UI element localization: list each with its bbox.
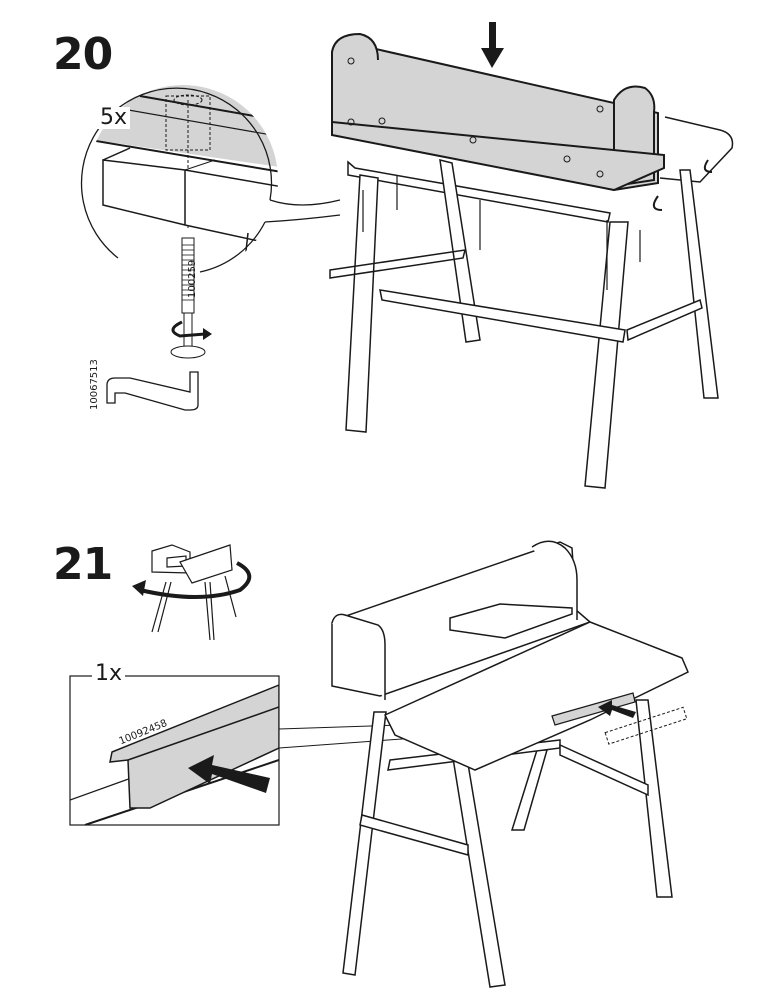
edge-profile-highlight	[551, 692, 636, 726]
push-arrow-icon	[188, 755, 270, 793]
down-arrow-icon	[489, 22, 496, 50]
step-20-number: 20	[53, 29, 113, 80]
step-21-quantity: 1x	[92, 663, 126, 685]
rotate-arrow-icon	[132, 580, 146, 596]
step-20-quantity: 5x	[97, 107, 131, 129]
step-21-number: 21	[53, 539, 113, 590]
